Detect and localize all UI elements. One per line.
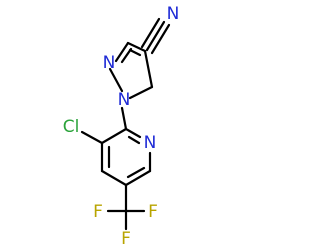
bond-pyridine-double-c2-n	[127, 135, 141, 145]
bond-n1-pyridine-c2	[120, 106, 128, 131]
bond-nitrile-triple-3	[150, 23, 171, 55]
bond-pyrazole-c3-c4	[126, 41, 147, 53]
bond-pyrazole-double-n2-c3	[120, 47, 133, 64]
bond-pyridine-c5-c6	[124, 169, 152, 187]
bond-group	[80, 17, 171, 231]
bond-pyridine-n-c2	[124, 127, 142, 139]
atom-n-nitrile: N	[167, 4, 180, 24]
bond-pyrazole-c5-n1	[128, 85, 154, 100]
bond-pyrazole-c4-c5	[143, 49, 154, 89]
bond-pyrazole-double-c3-c4	[128, 48, 142, 57]
atom-fluorine-right: F	[148, 202, 158, 222]
atom-fluorine-left: F	[93, 202, 103, 222]
atom-n-pyridine: N	[144, 133, 157, 153]
bond-nitrile-triple-2	[140, 17, 161, 49]
bond-pyrazole-n1-n2	[108, 67, 124, 93]
atom-chlorine: Cl	[63, 117, 80, 137]
bond-pyridine-c4-c5	[100, 169, 128, 187]
bond-nitrile-triple-1	[145, 20, 166, 52]
atom-n-pyrazole-2: N	[103, 53, 116, 73]
bond-pyrazole-n2-c3	[114, 41, 130, 63]
atom-n-pyrazole-1: N	[118, 90, 131, 110]
atom-fluorine-bottom: F	[121, 229, 131, 249]
bond-pyridine-double-c5-c6	[126, 166, 146, 179]
bond-pyridine-c2-c3	[100, 127, 128, 145]
chemical-structure: N N N N Cl F F F	[63, 4, 180, 249]
bond-c3-cl	[80, 130, 104, 145]
atom-label-group: N N N N Cl F F F	[63, 4, 180, 249]
